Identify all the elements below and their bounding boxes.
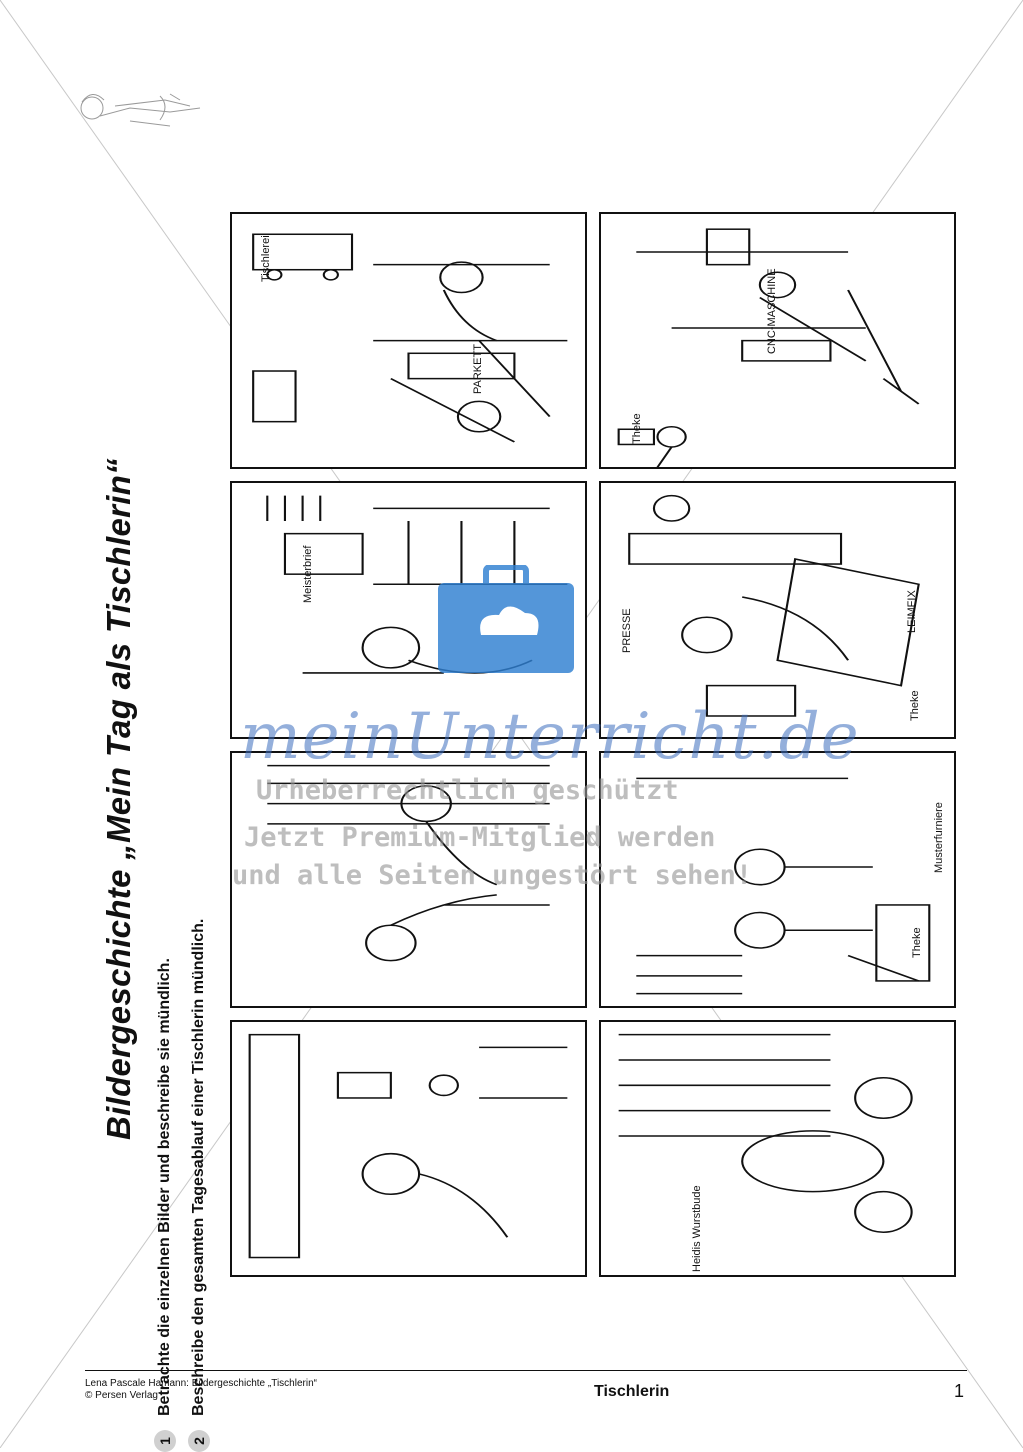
watermark-briefcase-icon [438,565,574,673]
label-theke-a: Theke [631,413,643,444]
watermark-line-1: Urheberrechtlich geschützt [256,775,679,806]
footer-author: Lena Pascale Hamann: Bildergeschichte „T… [85,1378,317,1389]
panel-drawing [617,228,920,468]
task-2: 2 Beschreibe den gesamten Tagesablauf ei… [188,919,210,1452]
label-van: Tischlerei [260,235,272,282]
task-2-number: 2 [188,1430,210,1452]
panel-drawing [628,495,920,717]
panel-press-gluing: PRESSE LEIMFIX Theke [599,481,956,739]
label-theke-c: Theke [911,926,923,958]
label-press: PRESSE [621,608,633,654]
comic-grid: Tischlerei PARKETT CNC-MASCHINE Theke Me… [230,212,956,1277]
watermark-brand: meinUnterricht.de [240,700,860,774]
watermark-line-2: Jetzt Premium-Mitglied werden [244,822,716,853]
panel-drawing [248,1033,568,1259]
footer-credits: Lena Pascale Hamann: Bildergeschichte „T… [85,1378,317,1402]
label-cnc: CNC-MASCHINE [766,268,778,354]
watermark-line-3: und alle Seiten ungestört sehen! [232,860,753,891]
corner-figure-illustration [80,93,201,127]
footer-divider [85,1370,967,1371]
label-sausage-stand: Heidis Wurstbude [691,1185,703,1272]
panel-morning-home [230,1019,587,1277]
label-parquet: PARKETT [472,344,484,394]
panel-drawing [252,233,568,443]
panel-lunch-break: Heidis Wurstbude [599,1019,956,1277]
panel-customer-talk [230,750,587,1008]
panel-drawing [267,764,550,961]
panel-delivery-parquet: Tischlerei PARKETT [230,212,587,470]
panel-cnc-sweeping: CNC-MASCHINE Theke [599,212,956,470]
task-1-number: 1 [154,1430,176,1452]
label-muster: Musterfurniere [933,801,945,873]
page-number: 1 [954,1381,965,1401]
worksheet-title: Bildergeschichte „Mein Tag als Tischleri… [100,458,137,1140]
panel-showroom: Musterfurniere Theke [599,750,956,1008]
footer-topic: Tischlerin [594,1383,670,1400]
task-2-text: Beschreibe den gesamten Tagesablauf eine… [190,918,207,1416]
footer-publisher: © Persen Verlag [85,1390,158,1401]
label-meisterbrief: Meisterbrief [302,545,314,604]
label-leimfix: LEIMFIX [906,590,918,634]
label-theke-b: Theke [909,690,921,722]
panel-drawing [636,777,931,994]
panel-drawing [618,1033,913,1233]
task-1-text: Betrachte die einzelnen Bilder und besch… [156,958,173,1416]
